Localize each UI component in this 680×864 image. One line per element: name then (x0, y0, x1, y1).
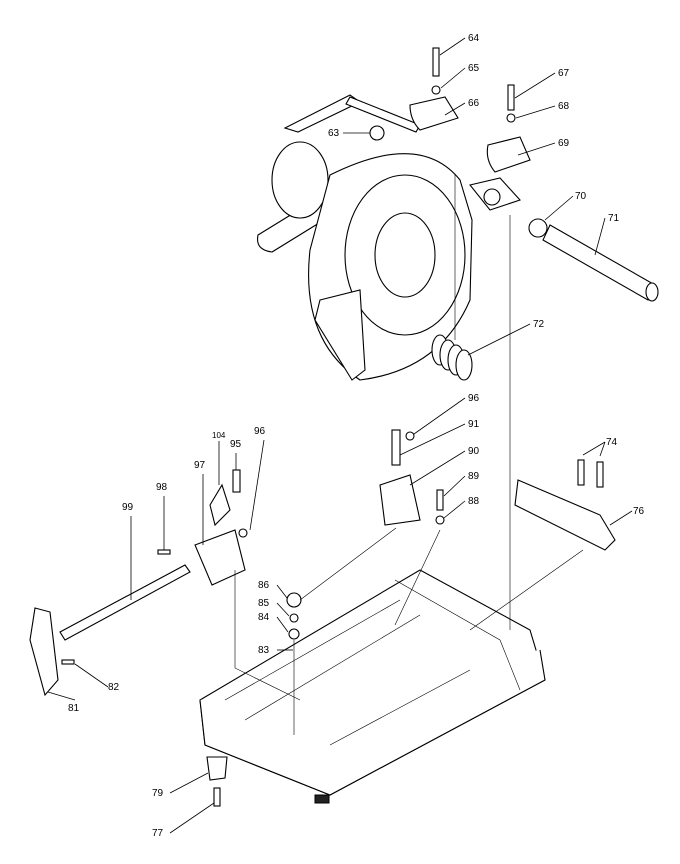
part-95-bolt (232, 469, 241, 493)
part-67-bolt (507, 84, 515, 111)
part-99-screw (59, 564, 191, 641)
part-97-vise-base (194, 529, 246, 586)
part-88-washer (435, 515, 445, 525)
part-68-washer (506, 113, 516, 123)
label-71: 71 (608, 213, 620, 224)
label-91: 91 (468, 419, 480, 430)
part-86-washer (286, 592, 302, 608)
label-96-lower: 96 (254, 426, 266, 437)
label-77: 77 (152, 828, 164, 839)
part-96-washer (405, 431, 415, 441)
label-65: 65 (468, 63, 480, 74)
part-76-fence (514, 479, 616, 551)
label-88: 88 (468, 496, 480, 507)
part-number-labels: 64 65 66 63 67 68 69 70 71 72 96 91 90 8… (68, 33, 645, 839)
label-70: 70 (575, 191, 587, 202)
label-83: 83 (258, 645, 270, 656)
part-89-bolt (436, 489, 444, 511)
label-85: 85 (258, 598, 270, 609)
part-77-screw (213, 787, 221, 807)
part-69-bracket (486, 136, 531, 173)
part-71-shaft (528, 218, 659, 302)
part-85-washer (289, 613, 299, 623)
part-96-nut (238, 528, 248, 538)
label-64: 64 (468, 33, 480, 44)
label-69: 69 (558, 138, 570, 149)
label-74: 74 (606, 437, 618, 448)
label-79: 79 (152, 788, 164, 799)
part-65-washer (431, 85, 441, 95)
label-76: 76 (633, 506, 645, 517)
part-72-spring (431, 334, 473, 381)
label-97: 97 (194, 460, 206, 471)
label-82: 82 (108, 682, 120, 693)
part-91-pin (391, 429, 401, 466)
label-66: 66 (468, 98, 480, 109)
label-104: 104 (212, 431, 226, 440)
label-81: 81 (68, 703, 80, 714)
label-84: 84 (258, 612, 270, 623)
label-89: 89 (468, 471, 480, 482)
part-90-bracket (379, 474, 421, 526)
label-96-upper: 96 (468, 393, 480, 404)
label-72: 72 (533, 319, 545, 330)
label-63: 63 (328, 128, 340, 139)
saw-head-assembly (257, 94, 521, 381)
part-82-pin (61, 659, 75, 665)
part-74-bolt-2 (596, 461, 604, 488)
part-81-handle (29, 607, 59, 697)
part-63-washer (369, 125, 385, 141)
label-68: 68 (558, 101, 570, 112)
label-99: 99 (122, 502, 134, 513)
leader-lines (47, 37, 633, 834)
part-74-bolt (577, 459, 585, 486)
part-104-plate (209, 483, 231, 527)
label-86: 86 (258, 580, 270, 591)
part-84-nut (288, 628, 300, 640)
label-67: 67 (558, 68, 570, 79)
part-98-pin (157, 549, 171, 555)
label-90: 90 (468, 446, 480, 457)
label-95: 95 (230, 439, 242, 450)
base (199, 569, 546, 804)
part-66-bracket (409, 96, 459, 131)
label-98: 98 (156, 482, 168, 493)
part-64-bolt (432, 47, 440, 77)
part-79-foot (206, 756, 228, 781)
